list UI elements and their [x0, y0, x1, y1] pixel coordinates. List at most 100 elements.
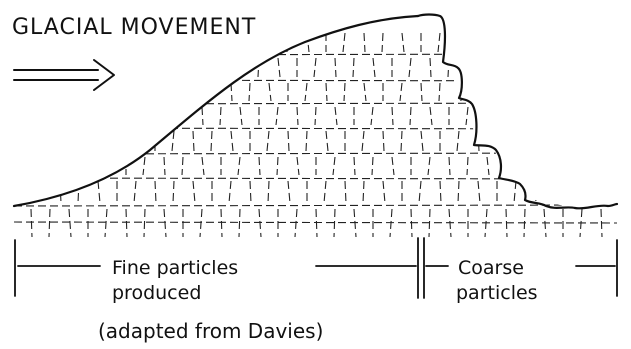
block-joint-vertical: [582, 157, 584, 175]
block-joint-vertical: [523, 157, 525, 175]
block-joint-vertical: [421, 83, 422, 101]
block-joint-horizontal: [14, 153, 617, 154]
block-joint-vertical: [459, 33, 460, 52]
fine-produced-label: produced: [112, 282, 201, 304]
block-joint-vertical: [371, 107, 373, 125]
block-joint-vertical: [363, 181, 364, 203]
block-joint-vertical: [124, 58, 126, 77]
block-joint-vertical: [98, 181, 100, 203]
block-joint-vertical: [478, 181, 480, 203]
block-joint-vertical: [86, 107, 88, 125]
block-joint-vertical: [591, 131, 592, 151]
block-joint-vertical: [183, 58, 185, 77]
block-joint-vertical: [334, 209, 335, 237]
block-joint-vertical: [231, 131, 233, 151]
block-joint-vertical: [448, 58, 449, 77]
block-joint-vertical: [154, 83, 155, 101]
block-joint-vertical: [163, 58, 164, 77]
block-joint-vertical: [173, 181, 174, 203]
block-joint-vertical: [220, 107, 221, 125]
glacier-profile-outline: [14, 16, 418, 206]
block-joint-vertical: [269, 33, 270, 52]
movement-arrow-icon: [14, 60, 114, 90]
coarse-particles-label: particles: [456, 282, 538, 304]
block-joint-vertical: [107, 107, 108, 125]
block-joint-vertical: [497, 33, 499, 52]
block-joint-horizontal: [14, 80, 617, 81]
block-joint-vertical: [402, 33, 404, 52]
block-joint-vertical: [392, 157, 394, 175]
block-joint-vertical: [428, 157, 430, 175]
block-joint-vertical: [249, 83, 250, 101]
block-joint-vertical: [98, 131, 99, 151]
block-joint-vertical: [30, 107, 31, 125]
block-joint-vertical: [41, 131, 43, 151]
block-joint-vertical: [144, 209, 145, 237]
block-joint-vertical: [487, 107, 488, 125]
block-joint-vertical: [21, 131, 22, 151]
block-joint-vertical: [172, 131, 174, 151]
block-joint-vertical: [457, 131, 459, 151]
block-joint-vertical: [202, 107, 203, 125]
block-joint-vertical: [582, 107, 583, 125]
block-joint-vertical: [200, 209, 202, 237]
block-joint-vertical: [533, 33, 535, 52]
block-joint-vertical: [354, 157, 355, 175]
block-joint-vertical: [288, 181, 290, 203]
block-joint-vertical: [478, 131, 479, 151]
block-joint-vertical: [324, 181, 326, 203]
block-joint-vertical: [572, 33, 573, 52]
block-joint-vertical: [400, 83, 402, 101]
block-joint-vertical: [326, 131, 328, 151]
block-joint-vertical: [240, 107, 242, 125]
block-joint-vertical: [364, 33, 365, 52]
block-joint-vertical: [554, 33, 555, 52]
block-joint-vertical: [126, 209, 127, 237]
block-joint-vertical: [345, 181, 346, 203]
block-joint-vertical: [136, 83, 137, 101]
block-joint-vertical: [573, 131, 574, 151]
block-joint-vertical: [563, 58, 565, 77]
block-joint-vertical: [49, 209, 50, 237]
block-joint-vertical: [430, 58, 431, 77]
block-joint-vertical: [77, 131, 79, 151]
block-joint-horizontal: [14, 205, 617, 206]
block-joint-vertical: [505, 107, 506, 125]
block-joint-vertical: [611, 83, 612, 101]
block-joint-vertical: [326, 83, 327, 101]
source-caption: (adapted from Davies): [98, 319, 323, 343]
block-joint-vertical: [477, 33, 478, 52]
block-joint-vertical: [134, 181, 136, 203]
block-joint-vertical: [458, 181, 459, 203]
block-joint-vertical: [182, 157, 183, 175]
block-joint-vertical: [409, 58, 411, 77]
block-joint-vertical: [590, 83, 592, 101]
block-joint-vertical: [174, 83, 176, 101]
block-joint-vertical: [136, 131, 138, 151]
block-joint-vertical: [600, 107, 601, 125]
block-joint-vertical: [373, 58, 375, 77]
block-joint-vertical: [468, 58, 470, 77]
block-joint-vertical: [31, 209, 32, 237]
block-joint-vertical: [50, 107, 52, 125]
block-joint-vertical: [438, 33, 440, 52]
block-joint-vertical: [343, 33, 345, 52]
block-joint-vertical: [125, 107, 126, 125]
block-joint-vertical: [59, 83, 60, 101]
block-joint-vertical: [535, 181, 536, 203]
block-joint-vertical: [268, 181, 269, 203]
stepped-lee-side: [418, 15, 617, 209]
block-joint-vertical: [421, 131, 423, 151]
block-joint-vertical: [335, 107, 337, 125]
block-joint-vertical: [239, 209, 240, 237]
block-joint-vertical: [467, 157, 468, 175]
block-joint-horizontal: [14, 222, 617, 223]
block-joint-vertical: [306, 131, 307, 151]
diagram-title: GLACIAL MOVEMENT: [12, 15, 256, 40]
block-joint-vertical: [145, 107, 147, 125]
block-joint-vertical: [335, 58, 336, 77]
rock-block-grid: [14, 33, 617, 237]
block-joint-vertical: [496, 131, 497, 151]
block-joint-vertical: [250, 181, 251, 203]
